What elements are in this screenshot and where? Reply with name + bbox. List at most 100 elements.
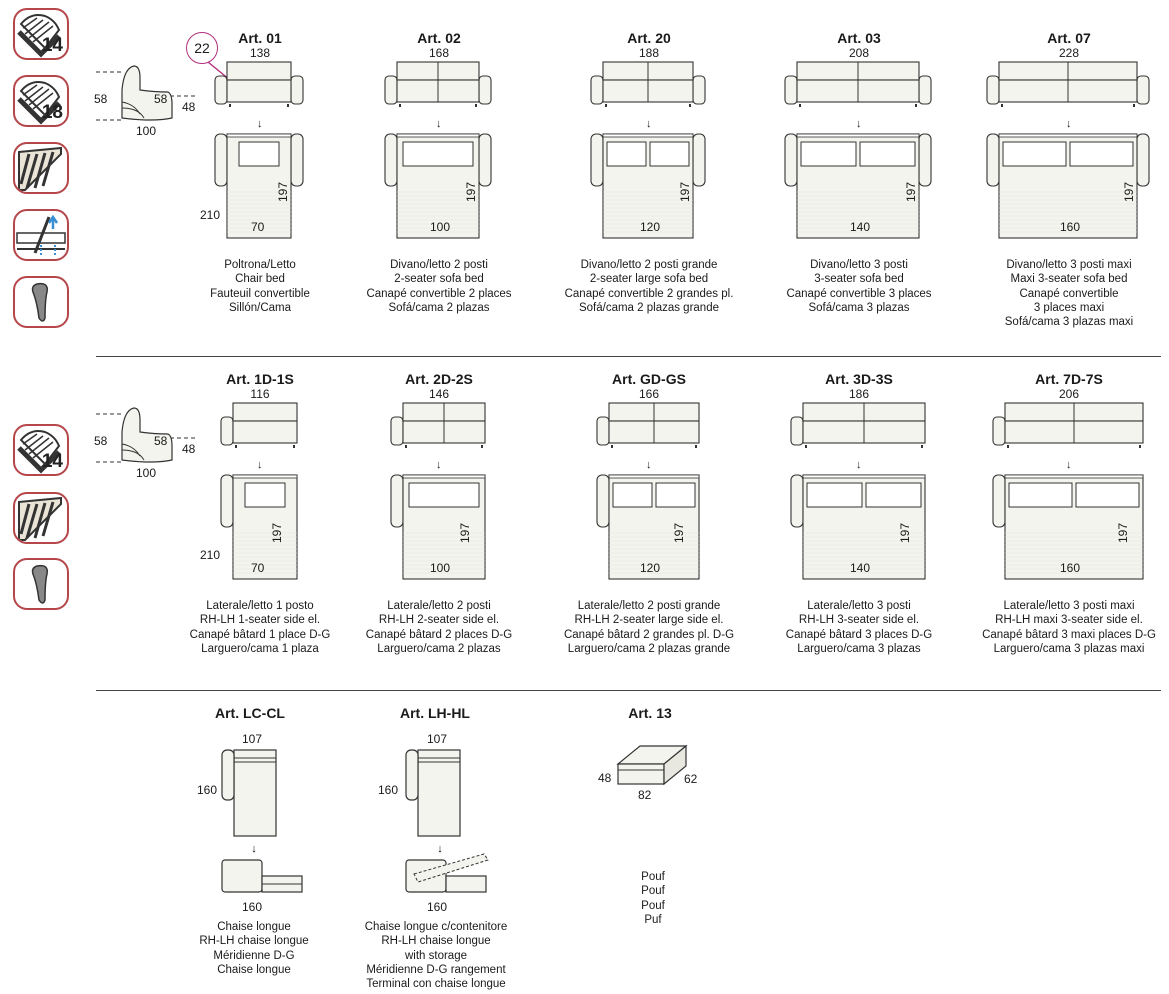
bed-plan-drawing	[590, 133, 706, 239]
pouf-width: 82	[638, 788, 652, 802]
description-line: Sofá/cama 3 plazas	[808, 301, 910, 314]
bed-plan-drawing	[992, 474, 1144, 580]
sofa-front-view	[790, 402, 926, 448]
description-line: Chaise longue	[217, 963, 291, 976]
open-arrow-icon: ↓	[1066, 118, 1072, 130]
open-length-label: 210	[200, 208, 221, 222]
description-line: RH-LH 2-seater large side el.	[574, 614, 724, 627]
description-line: Laterale/letto 3 posti	[807, 600, 911, 612]
description-line: Canapé convertible 2 grandes pl.	[564, 287, 734, 300]
foam-density-icon: 18	[13, 75, 69, 127]
bed-plan-drawing	[384, 133, 492, 239]
description-line: Sofá/cama 2 plazas	[388, 301, 490, 314]
description-line: Canapé bâtard 2 grandes pl. D-G	[563, 628, 735, 641]
article-title: Art. 07	[1047, 30, 1091, 46]
description-line: Fauteuil convertible	[210, 287, 310, 300]
description-line: RH-LH maxi 3-seater side el.	[995, 614, 1143, 627]
description-line: Maxi 3-seater sofa bed	[1010, 273, 1128, 286]
sofa-front-view	[784, 61, 932, 107]
article-width: 116	[250, 387, 270, 401]
description-line: Méridienne D-G	[213, 949, 295, 962]
svg-text:↓: ↓	[251, 843, 257, 855]
article-width: 168	[428, 46, 450, 60]
article-title: Art. 7D-7S	[1035, 371, 1103, 387]
bed-width: 120	[640, 220, 661, 234]
bed-length: 197	[270, 522, 285, 544]
article-title: Art. 3D-3S	[825, 371, 893, 387]
description-line: Larguero/cama 2 plazas	[377, 642, 501, 655]
article-title: Art. 2D-2S	[405, 371, 473, 387]
description-line: Puf	[644, 913, 662, 926]
bed-width: 70	[251, 220, 265, 234]
chaise-length: 160	[197, 783, 218, 797]
chaise-length: 160	[378, 783, 399, 797]
svg-text:↓: ↓	[437, 843, 443, 855]
bed-length: 197	[276, 181, 291, 203]
description-line: Divano/letto 3 posti maxi	[1006, 259, 1132, 271]
article-title: Art. LC-CL	[215, 705, 285, 721]
bed-plan-drawing	[390, 474, 486, 580]
bed-frame-slats-icon	[13, 142, 69, 194]
bed-width: 160	[1060, 561, 1081, 575]
description-line: 2-seater sofa bed	[394, 273, 484, 286]
bed-length: 197	[672, 522, 687, 544]
article-width: 206	[1058, 387, 1080, 401]
bed-length: 197	[678, 181, 693, 203]
sofa-front-view	[390, 402, 486, 448]
open-arrow-icon: ↓	[257, 118, 263, 130]
open-arrow-icon: ↓	[856, 459, 862, 471]
description-line: Laterale/letto 2 posti grande	[577, 600, 721, 612]
article-width: 146	[428, 387, 450, 401]
description-line: Larguero/cama 2 plazas grande	[567, 642, 731, 655]
description-line: RH-LH 2-seater side el.	[378, 614, 500, 627]
description-line: with storage	[404, 949, 467, 962]
profile-depth: 100	[136, 124, 157, 138]
description-line: Divano/letto 3 posti	[810, 259, 908, 271]
foam-density-value: 14	[41, 35, 63, 56]
description-line: 3-seater sofa bed	[814, 273, 904, 286]
open-arrow-icon: ↓	[646, 118, 652, 130]
sofa-front-view	[384, 61, 492, 107]
bed-width: 140	[850, 220, 871, 234]
sofa-front-view	[214, 61, 304, 107]
bed-length: 197	[898, 522, 913, 544]
foam-density-value: 18	[41, 102, 63, 123]
sofa-front-view	[992, 402, 1144, 448]
article-title: Art. 01	[238, 30, 282, 46]
article-title: Art. 03	[837, 30, 881, 46]
chaise-storage-plan-drawing: ↓	[405, 749, 489, 893]
open-arrow-icon: ↓	[436, 459, 442, 471]
bed-plan-drawing	[214, 133, 304, 239]
description-line: Larguero/cama 1 plaza	[201, 642, 319, 655]
profile-seat-height: 48	[182, 442, 196, 456]
foam-density-icon: 14	[13, 8, 69, 60]
description-line: Larguero/cama 3 plazas maxi	[993, 642, 1145, 655]
section-divider	[96, 690, 1161, 691]
bed-width: 70	[251, 561, 265, 575]
open-arrow-icon: ↓	[1066, 459, 1072, 471]
description-line: RH-LH chaise longue	[199, 935, 309, 948]
description-line: Chair bed	[235, 273, 285, 286]
chaise-open-length: 160	[242, 900, 263, 914]
bed-length: 197	[904, 181, 919, 203]
chaise-open-length: 160	[427, 900, 448, 914]
description-line: Laterale/letto 1 posto	[206, 600, 314, 612]
description-line: 3 places maxi	[1033, 301, 1105, 314]
lift-mechanism-icon	[13, 209, 69, 261]
pouf-drawing	[616, 744, 688, 786]
description-line: Terminal con chaise longue	[366, 978, 506, 991]
profile-seat-depth: 58	[154, 434, 168, 448]
description-line: RH-LH 3-seater side el.	[798, 614, 920, 627]
foam-density-value: 14	[41, 451, 63, 472]
article-title: Art. GD-GS	[612, 371, 686, 387]
profile-depth: 100	[136, 466, 157, 480]
sofa-front-view	[590, 61, 706, 107]
bed-plan-drawing	[784, 133, 932, 239]
